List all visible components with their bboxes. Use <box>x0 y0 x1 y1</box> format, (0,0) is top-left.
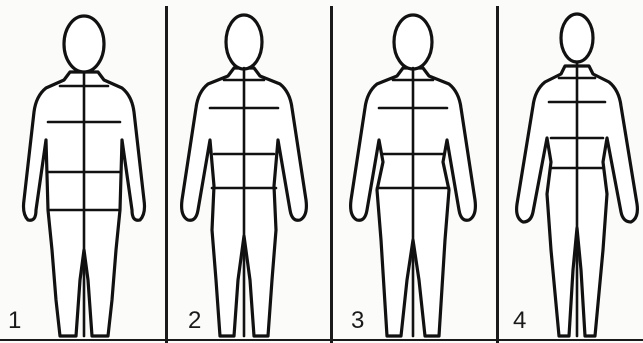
panel-number: 1 <box>8 307 21 335</box>
figure-3-silhouette <box>333 0 496 343</box>
figure-2-silhouette <box>168 0 330 343</box>
panel-1: 1 <box>0 0 165 343</box>
figure-1-head <box>64 16 104 72</box>
panel-2: 2 <box>168 0 330 343</box>
figure-3-head <box>394 15 432 69</box>
figure-4-silhouette <box>499 0 643 343</box>
panel-number: 4 <box>513 307 526 335</box>
figure-1-silhouette <box>0 0 165 343</box>
bottom-border <box>0 339 643 341</box>
panel-number: 2 <box>188 307 201 335</box>
panel-3: 3 <box>333 0 496 343</box>
panel-4: 4 <box>499 0 643 343</box>
panel-number: 3 <box>351 307 364 335</box>
figure-2-head <box>226 15 262 69</box>
figure-4-head <box>561 14 593 62</box>
